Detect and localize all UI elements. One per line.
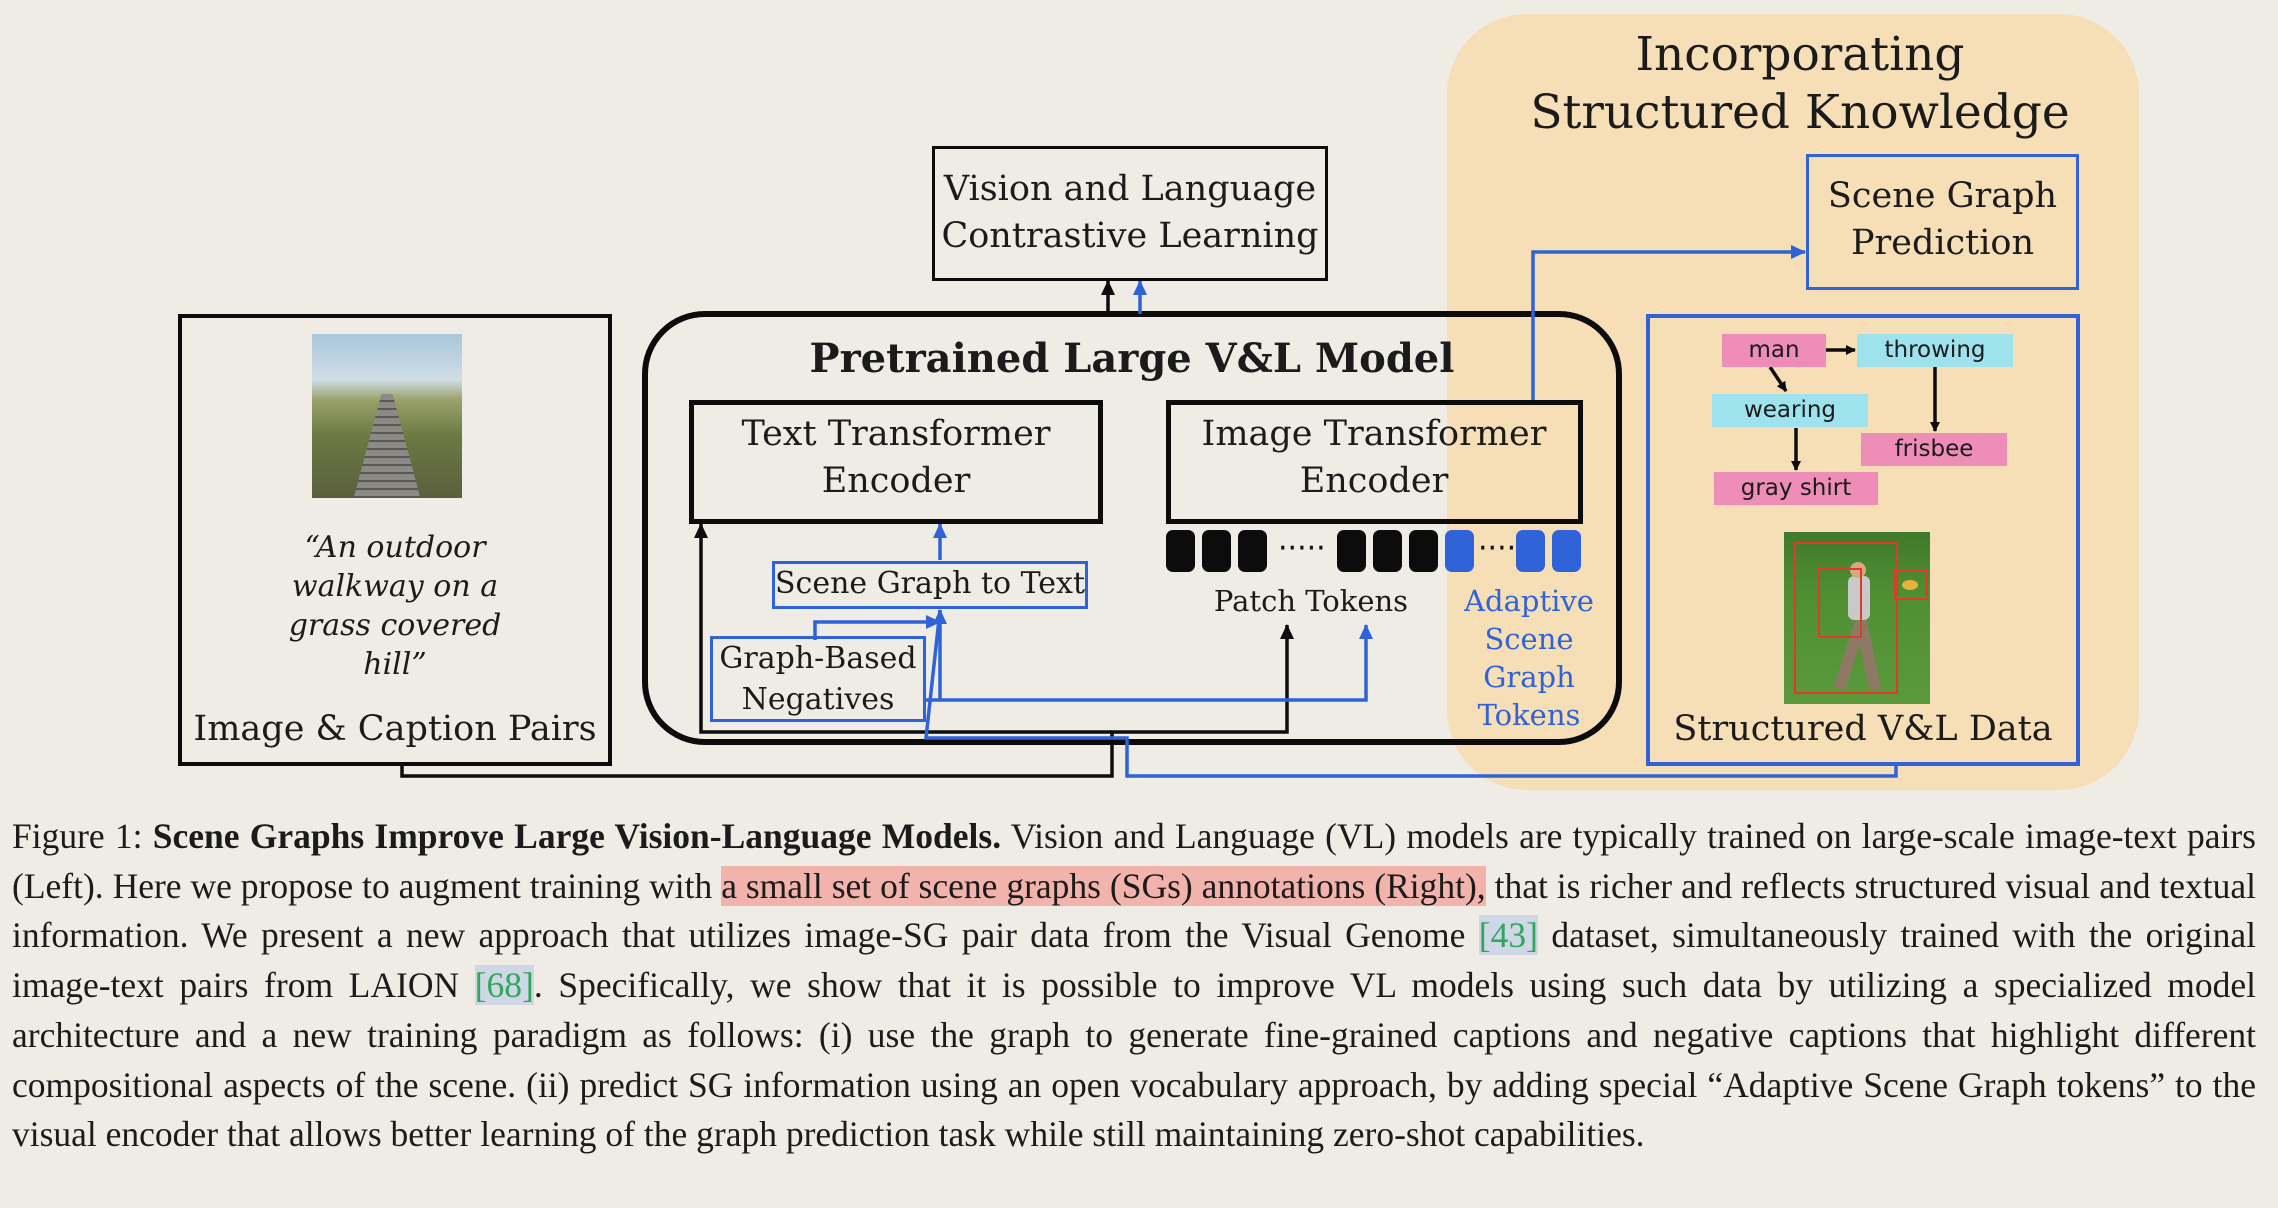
adaptive-token	[1552, 530, 1581, 572]
sg-node-man: man	[1722, 334, 1826, 367]
patch-token	[1202, 530, 1231, 572]
svg-text:·····: ·····	[1278, 531, 1326, 566]
patch-token	[1166, 530, 1195, 572]
patch-tokens-label: Patch Tokens	[1213, 584, 1409, 618]
structured-knowledge-title: Incorporating Structured Knowledge	[1530, 27, 2070, 140]
sg-node-throwing: throwing	[1857, 334, 2013, 367]
svg-text:····: ····	[1478, 531, 1516, 566]
caption-part1: Vision and Language (VL) models are typi…	[12, 816, 2256, 906]
adaptive-token	[1516, 530, 1545, 572]
image-caption-label: Image & Caption Pairs	[193, 709, 597, 749]
caption-part4: . Specifically, we show that it is possi…	[12, 965, 2256, 1155]
caption-title: Scene Graphs Improve Large Vision-Langua…	[152, 816, 1002, 856]
patch-token	[1373, 530, 1402, 572]
patch-token	[1337, 530, 1366, 572]
vl-contrastive-label: Vision and Language Contrastive Learning	[941, 169, 1319, 256]
text-encoder-box	[689, 400, 1103, 524]
figure-1: ····· ···· “An outdoor walkway on a gras…	[178, 14, 2139, 790]
caption-part3: dataset, simultaneously trained with the…	[12, 915, 2256, 1006]
adaptive-tokens-label: Adaptive Scene Graph Tokens	[1464, 584, 1594, 732]
adaptive-token	[1445, 530, 1474, 572]
scene-graph-prediction-label: Scene Graph Prediction	[1827, 176, 2058, 263]
caption-part2: that is richer and reflects structured v…	[12, 865, 2256, 956]
image-encoder-box	[1166, 400, 1583, 524]
graph-negatives-box	[710, 636, 926, 722]
graph-negatives-label: Graph-Based Negatives	[719, 641, 917, 717]
pretrained-model-box	[642, 311, 1622, 745]
sg-node-frisbee: frisbee	[1861, 433, 2007, 466]
sg-node-gray-shirt: gray shirt	[1714, 472, 1878, 505]
sg-node-wearing: wearing	[1712, 394, 1868, 427]
citation-43[interactable]: [43]	[1478, 915, 1538, 956]
patch-token	[1409, 530, 1438, 572]
caption-label: Figure 1:	[12, 816, 153, 856]
caption-highlight: a small set of scene graphs (SGs) annota…	[721, 865, 1486, 906]
walkway-photo	[312, 334, 462, 498]
figure-connectors: ····· ····	[400, 245, 1940, 778]
sg-to-text-label: Scene Graph to Text	[774, 566, 1086, 601]
image-caption-panel	[178, 314, 612, 766]
structured-data-label: Structured V&L Data	[1673, 709, 2053, 749]
citation-68[interactable]: [68]	[474, 965, 534, 1006]
caption-quote: “An outdoor walkway on a grass covered h…	[288, 530, 502, 682]
scene-graph-prediction-box	[1806, 154, 2079, 290]
frisbee-photo	[1784, 532, 1930, 704]
text-encoder-label: Text Transformer Encoder	[741, 414, 1051, 501]
pretrained-model-title: Pretrained Large V&L Model	[809, 335, 1455, 382]
figure-caption: Figure 1: Scene Graphs Improve Large Vis…	[12, 812, 2256, 1160]
patch-token	[1238, 530, 1267, 572]
image-encoder-label: Image Transformer Encoder	[1201, 414, 1547, 501]
structured-data-panel	[1646, 314, 2080, 766]
vl-contrastive-box	[932, 146, 1328, 281]
sg-to-text-box	[772, 561, 1088, 609]
